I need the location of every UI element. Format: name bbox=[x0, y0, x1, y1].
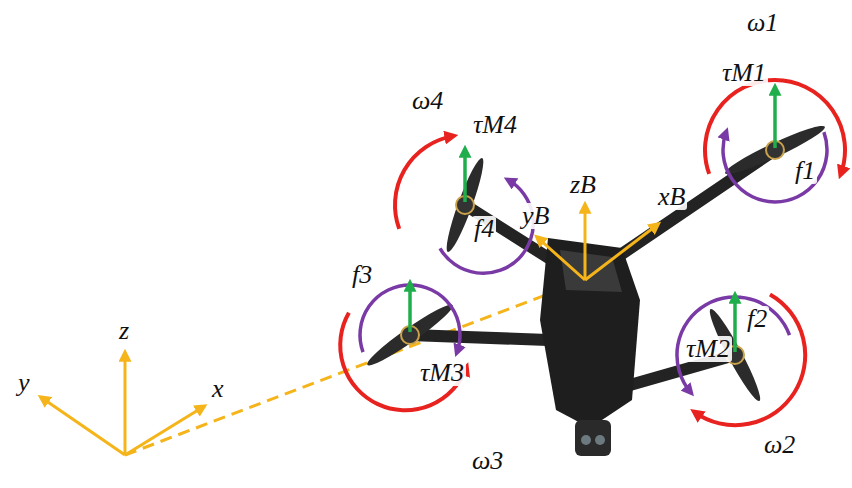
camera-lens bbox=[595, 435, 605, 445]
position-dashed-line bbox=[125, 280, 585, 455]
axis-label: z bbox=[117, 318, 131, 344]
camera-lens bbox=[581, 435, 591, 445]
thrust-arrow bbox=[408, 284, 412, 332]
thrust-label: f2 bbox=[745, 306, 769, 332]
thrust-label: f3 bbox=[350, 262, 374, 288]
motor-torque-label: τM4 bbox=[471, 112, 519, 138]
camera-gimbal bbox=[575, 420, 611, 456]
drone-arm bbox=[410, 335, 548, 340]
rotation-arrow bbox=[395, 136, 453, 229]
body-z-axis bbox=[584, 206, 587, 280]
axis-label: zB bbox=[568, 172, 598, 198]
rotation-arrow bbox=[705, 80, 845, 174]
axis-label: yB bbox=[520, 203, 551, 229]
axis-label: xB bbox=[656, 184, 687, 210]
rotor-speed-label: ω1 bbox=[745, 10, 780, 36]
axis-label: x bbox=[210, 376, 226, 402]
axis-label: y bbox=[16, 370, 32, 396]
thrust-arrow bbox=[733, 296, 737, 352]
torque-arrow bbox=[677, 297, 790, 392]
body-y-axis bbox=[538, 238, 585, 280]
world-z-axis bbox=[124, 354, 127, 455]
rotor-speed-label: ω4 bbox=[410, 88, 445, 114]
motor-torque-label: τM3 bbox=[418, 360, 466, 386]
thrust-arrow bbox=[463, 150, 467, 202]
thrust-label: f1 bbox=[793, 158, 817, 184]
body-x-axis bbox=[585, 225, 657, 280]
rotor-speed-label: ω2 bbox=[762, 432, 797, 458]
motor-torque-label: τM2 bbox=[684, 336, 732, 362]
drone-body bbox=[540, 238, 640, 428]
thrust-arrow bbox=[773, 88, 777, 148]
world-x-axis bbox=[125, 407, 203, 455]
body-top-panel bbox=[560, 250, 622, 292]
world-y-axis bbox=[42, 398, 125, 455]
rotor-speed-label: ω3 bbox=[470, 448, 505, 474]
thrust-label: f4 bbox=[472, 216, 496, 242]
motor-torque-label: τM1 bbox=[720, 60, 768, 86]
